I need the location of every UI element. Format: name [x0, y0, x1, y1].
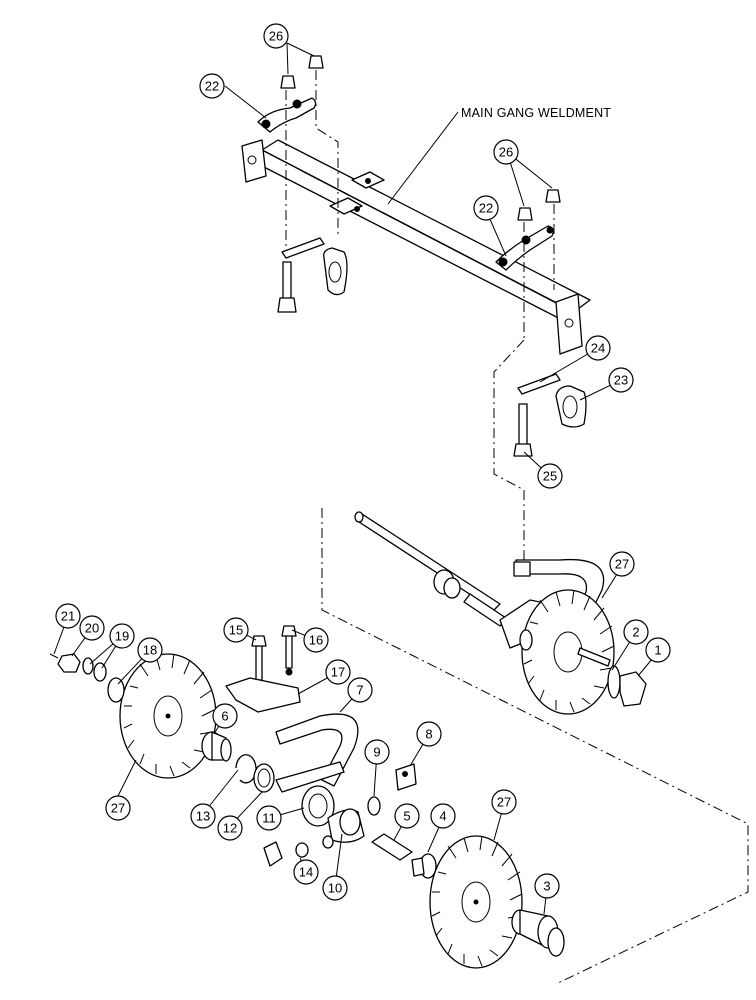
callout-text: 24 [591, 341, 605, 356]
callout-23: 23 [608, 367, 634, 393]
callout-text: 22 [479, 201, 493, 216]
callout-18: 18 [137, 637, 163, 663]
bracket-assembly [225, 625, 359, 793]
callout-text: 6 [221, 709, 228, 724]
leader-lines [53, 42, 659, 915]
callout-2: 2 [623, 619, 649, 645]
callout-27-c: 27 [491, 789, 517, 815]
callout-24: 24 [585, 335, 611, 361]
callout-22-b: 22 [473, 195, 499, 221]
callout-text: 25 [543, 469, 557, 484]
callout-20: 20 [79, 615, 105, 641]
callout-text: 15 [229, 623, 243, 638]
callout-26-b: 26 [493, 139, 519, 165]
callout-19: 19 [109, 623, 135, 649]
plate-and-bolt-right [513, 373, 587, 457]
callout-13: 13 [190, 803, 216, 829]
strap-22-left [257, 55, 324, 133]
callout-text: 10 [328, 881, 342, 896]
callout-11: 11 [256, 805, 282, 831]
main-gang-weldment-label: MAIN GANG WELDMENT [461, 106, 611, 120]
callout-25: 25 [537, 463, 563, 489]
hub-6 [201, 731, 232, 762]
callout-text: 2 [632, 625, 639, 640]
callout-22-a: 22 [199, 73, 225, 99]
callout-text: 13 [196, 809, 210, 824]
callout-text: 26 [269, 29, 283, 44]
callout-17: 17 [325, 659, 351, 685]
callout-text: 1 [654, 643, 661, 658]
callout-text: 23 [614, 373, 628, 388]
callout-3: 3 [534, 873, 560, 899]
callout-8: 8 [416, 721, 442, 747]
callout-text: 11 [262, 811, 276, 826]
callout-21: 21 [55, 603, 81, 629]
main-gang-weldment [241, 139, 591, 355]
callout-10: 10 [322, 875, 348, 901]
spool-3 [511, 909, 565, 957]
callout-text: 17 [331, 665, 345, 680]
callout-text: 12 [223, 821, 237, 836]
callout-6: 6 [212, 703, 238, 729]
callout-text: 27 [497, 795, 511, 810]
callout-15: 15 [223, 617, 249, 643]
disc-upper [519, 589, 615, 715]
callout-5: 5 [394, 803, 420, 829]
callout-14: 14 [293, 859, 319, 885]
strap-22-right [495, 189, 561, 271]
callout-27-a: 27 [609, 551, 635, 577]
hardware-18-21 [49, 653, 125, 703]
plate-and-bolt-left [277, 237, 348, 313]
disc-lower-left [119, 653, 217, 779]
disc-lower-right [429, 835, 523, 969]
upper-hub-assembly [354, 511, 647, 715]
callout-text: 14 [299, 865, 313, 880]
bearing-group [263, 763, 417, 867]
callout-text: 27 [111, 801, 125, 816]
callout-text: 9 [373, 745, 380, 760]
callout-27-b: 27 [105, 795, 131, 821]
callout-text: 20 [85, 621, 99, 636]
callout-4: 4 [430, 803, 456, 829]
callout-7: 7 [347, 677, 373, 703]
callout-text: 18 [143, 643, 157, 658]
callout-text: 19 [115, 629, 129, 644]
callout-text: 27 [615, 557, 629, 572]
callout-12: 12 [217, 815, 243, 841]
callout-text: 7 [356, 683, 363, 698]
callout-1: 1 [645, 637, 671, 663]
callout-16: 16 [303, 627, 329, 653]
callout-text: 21 [61, 609, 75, 624]
callout-text: 4 [439, 809, 446, 824]
callout-text: 8 [425, 727, 432, 742]
callout-26-a: 26 [263, 23, 289, 49]
callout-9: 9 [364, 739, 390, 765]
callout-text: 3 [543, 879, 550, 894]
callout-text: 26 [499, 145, 513, 160]
callout-text: 16 [309, 633, 323, 648]
callout-text: 5 [403, 809, 410, 824]
callout-text: 22 [205, 79, 219, 94]
